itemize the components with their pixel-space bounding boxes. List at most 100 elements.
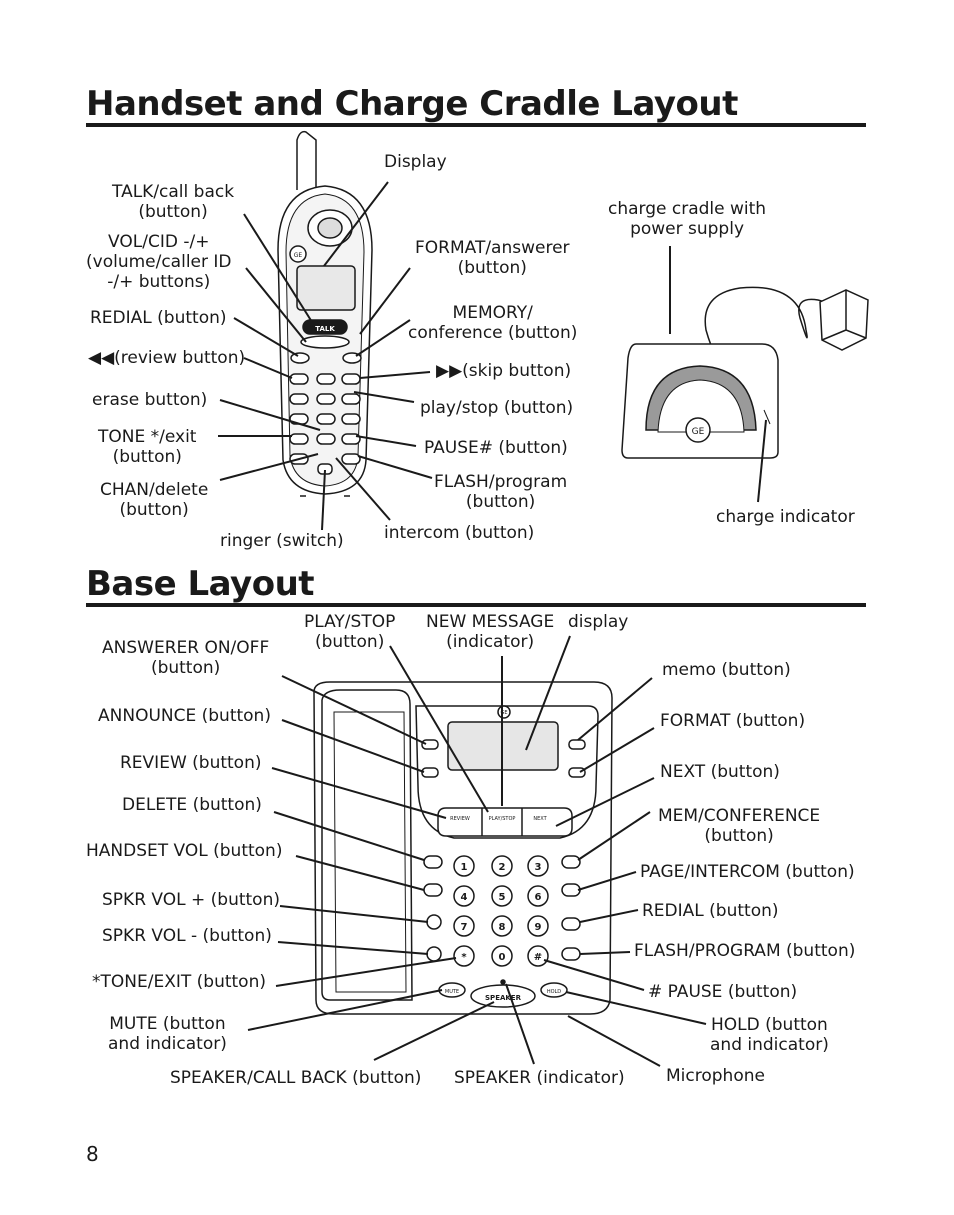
label-charge-cradle: charge cradle with power supply: [608, 199, 767, 239]
base-speaker-key-text: SPEAKER: [485, 994, 522, 1002]
svg-text:4: 4: [461, 892, 468, 903]
label-handset-intercom: intercom (button): [384, 523, 535, 543]
svg-text:2: 2: [499, 862, 506, 873]
cradle-leaders: [669, 246, 767, 503]
label-handset-review: ◀◀(review button): [88, 348, 246, 368]
label-base-memo: memo (button): [662, 660, 791, 680]
base-brand-text: GE: [500, 710, 507, 716]
base-redial-key: [561, 917, 581, 931]
base-handsetvol-key: [423, 883, 443, 897]
label-base-handsetvol: HANDSET VOL (button): [86, 841, 283, 861]
label-handset-skip: ▶▶(skip button): [436, 361, 572, 381]
page-number: 8: [86, 1142, 99, 1166]
base-handset-slot: [321, 689, 413, 1001]
handset-volcid-key: [300, 335, 350, 349]
label-handset-redial: REDIAL (button): [90, 308, 227, 328]
handset-talk-key-text: TALK: [315, 325, 335, 333]
svg-text:7: 7: [461, 922, 468, 933]
label-base-speakercb: SPEAKER/CALL BACK (button): [170, 1068, 422, 1088]
label-base-answerer: ANSWERER ON/OFF (button): [102, 638, 270, 678]
label-base-microphone: Microphone: [666, 1066, 765, 1086]
base-section-rule: [86, 603, 866, 607]
label-base-flash: FLASH/PROGRAM (button): [634, 941, 856, 961]
label-base-playstop: PLAY/STOP (button): [304, 612, 396, 652]
label-base-spkrplus: SPKR VOL + (button): [102, 890, 280, 910]
label-handset-volcid: VOL/CID -/+ (volume/caller ID -/+ button…: [86, 232, 232, 292]
charge-cradle-illustration: [621, 286, 869, 459]
base-delete-key: [423, 855, 443, 869]
label-base-display: display: [568, 612, 629, 632]
label-base-review: REVIEW (button): [120, 753, 262, 773]
label-handset-talk: TALK/call back (button): [112, 182, 235, 222]
label-handset-memory: MEMORY/ conference (button): [408, 303, 578, 343]
svg-text:5: 5: [499, 892, 506, 903]
base-review-playstop-next-bar: [437, 807, 573, 837]
svg-text:9: 9: [535, 922, 542, 933]
label-handset-flash: FLASH/program (button): [434, 472, 568, 512]
cradle-power-adapter: [819, 289, 869, 351]
handset-ge-logo: [289, 245, 307, 263]
label-base-format: FORMAT (button): [660, 711, 806, 731]
label-handset-format: FORMAT/answerer (button): [415, 238, 570, 278]
label-base-page: PAGE/INTERCOM (button): [640, 862, 855, 882]
handset-leaders: [218, 181, 433, 531]
label-base-newmsg: NEW MESSAGE (indicator): [426, 612, 555, 652]
base-keypad: [453, 855, 549, 967]
svg-text:0: 0: [499, 952, 506, 963]
base-mute-key-text: MUTE: [445, 989, 459, 995]
base-memconf-key: [561, 855, 581, 869]
base-illustration: [313, 681, 613, 1015]
base-next-key-text: NEXT: [533, 816, 547, 822]
cradle-power-cord: [704, 286, 831, 405]
base-section-title: Base Layout: [86, 564, 315, 604]
label-base-pause: # PAUSE (button): [648, 982, 798, 1002]
svg-text:8: 8: [499, 922, 506, 933]
base-spkr-minus-key: [426, 946, 442, 962]
base-memo-key: [568, 739, 586, 750]
base-review-key-text: REVIEW: [450, 816, 470, 822]
svg-text:*: *: [461, 952, 467, 963]
cradle-ge-logo: [685, 417, 711, 443]
base-leaders: [247, 635, 707, 1067]
label-base-hold: HOLD (button and indicator): [710, 1015, 829, 1055]
handset-section-rule: [86, 123, 866, 127]
label-handset-playstop: play/stop (button): [420, 398, 574, 418]
handset-brand-text: GE: [294, 252, 303, 259]
label-base-redial: REDIAL (button): [642, 901, 779, 921]
handset-display: [296, 265, 356, 311]
label-base-tone: *TONE/EXIT (button): [92, 972, 266, 992]
label-handset-display: Display: [384, 152, 447, 172]
svg-text:6: 6: [535, 892, 542, 903]
label-base-speakerind: SPEAKER (indicator): [454, 1068, 625, 1088]
base-page-key: [561, 883, 581, 897]
handset-antenna: [296, 130, 317, 192]
base-hold-key-text: HOLD: [547, 989, 561, 995]
base-hold-key: [540, 982, 568, 998]
label-base-delete: DELETE (button): [122, 795, 262, 815]
label-charge-indicator: charge indicator: [716, 507, 855, 527]
cradle-brand-text: GE: [692, 427, 705, 437]
label-base-spkrminus: SPKR VOL - (button): [102, 926, 272, 946]
label-base-memconf: MEM/CONFERENCE (button): [658, 806, 821, 846]
label-handset-ringer: ringer (switch): [220, 531, 344, 551]
base-flash-key: [561, 947, 581, 961]
label-handset-chan: CHAN/delete (button): [100, 480, 209, 520]
base-spkr-plus-key: [426, 914, 442, 930]
svg-text:#: #: [534, 952, 542, 963]
handset-talk-key: [302, 319, 348, 335]
label-base-next: NEXT (button): [660, 762, 780, 782]
base-playstop-key-text: PLAY/STOP: [489, 816, 516, 822]
label-base-mute: MUTE (button and indicator): [108, 1014, 227, 1054]
base-speaker-indicator: [500, 979, 506, 985]
label-handset-pause: PAUSE# (button): [424, 438, 568, 458]
base-announce-key: [421, 767, 439, 778]
handset-section-title: Handset and Charge Cradle Layout: [86, 84, 738, 124]
handset-illustration: [277, 130, 373, 497]
label-handset-erase: erase button): [92, 390, 208, 410]
base-answerer-key: [421, 739, 439, 750]
svg-text:1: 1: [461, 862, 468, 873]
label-base-announce: ANNOUNCE (button): [98, 706, 271, 726]
base-speaker-key: [470, 984, 536, 1008]
